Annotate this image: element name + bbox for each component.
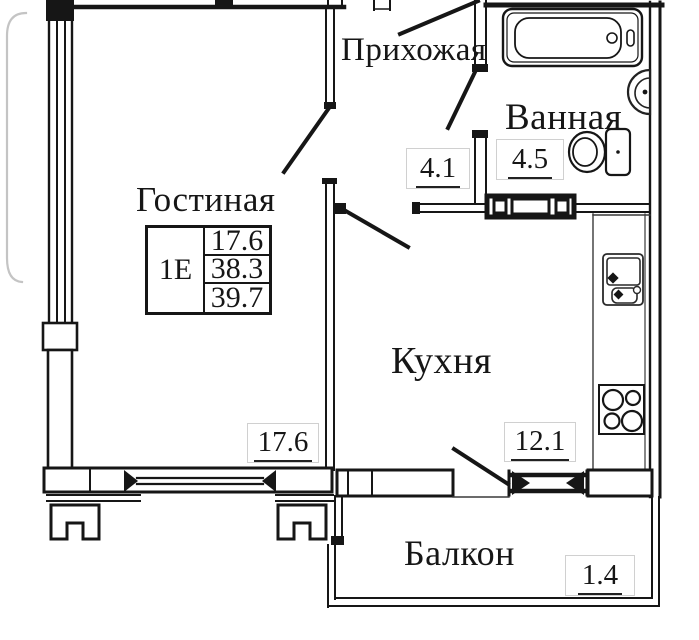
room-label-kitchen: Кухня [391,340,492,382]
living-bottom-wall [42,466,334,494]
living-window-icon [124,470,276,492]
kitchen-window-icon [507,469,589,497]
area-label-balcony: 1.4 [565,555,635,596]
bathroom-door-swing-icon [445,69,478,131]
living-area-value: 17.6 [205,226,269,256]
room-label-balcony: Балкон [404,533,515,573]
room-label-hallway: Прихожая [341,32,487,68]
balcony-outline [327,495,660,608]
facade-piers [46,494,334,541]
area-label-living: 17.6 [247,423,319,463]
total-area-value: 39.7 [210,281,264,314]
area-label-hallway: 4.1 [406,148,470,189]
area-value: 12.1 [510,427,570,461]
room-label-bathroom: Ванная [505,97,623,138]
vent-block-icon [484,193,577,220]
living-hall-wall [324,7,336,109]
page-edge [5,11,28,284]
entrance-door-swing-icon [397,0,481,37]
room-label-living: Гостиная [136,180,276,219]
wall-sink-icon [626,68,652,116]
top-wall [69,0,391,11]
stove-icon [598,384,645,435]
area-value: 4.5 [507,145,553,179]
toilet-icon [567,127,632,177]
hall-bath-wall [472,0,488,205]
living-kitchen-wall [322,178,346,471]
area-label-bathroom: 4.5 [496,139,564,180]
unit-name: 1Е [148,228,205,312]
area-value: 17.6 [253,428,313,462]
bath-bottom-wall [412,202,651,214]
balcony-door-swing-icon [451,446,511,487]
kitchen-door-swing-icon [341,207,411,250]
area-label-kitchen: 12.1 [504,422,576,462]
kitchen-bottom-wall [335,468,654,498]
kitchen-sink-icon [602,253,644,306]
living-door-swing-icon [281,105,332,175]
area-value: 38.3 [205,254,269,284]
area-value: 4.1 [415,154,461,188]
left-wall-window [41,0,79,472]
bathtub-icon [501,7,644,68]
unit-info-table: 1Е 17.6 38.3 39.7 [145,225,272,315]
area-value: 1.4 [577,561,623,595]
